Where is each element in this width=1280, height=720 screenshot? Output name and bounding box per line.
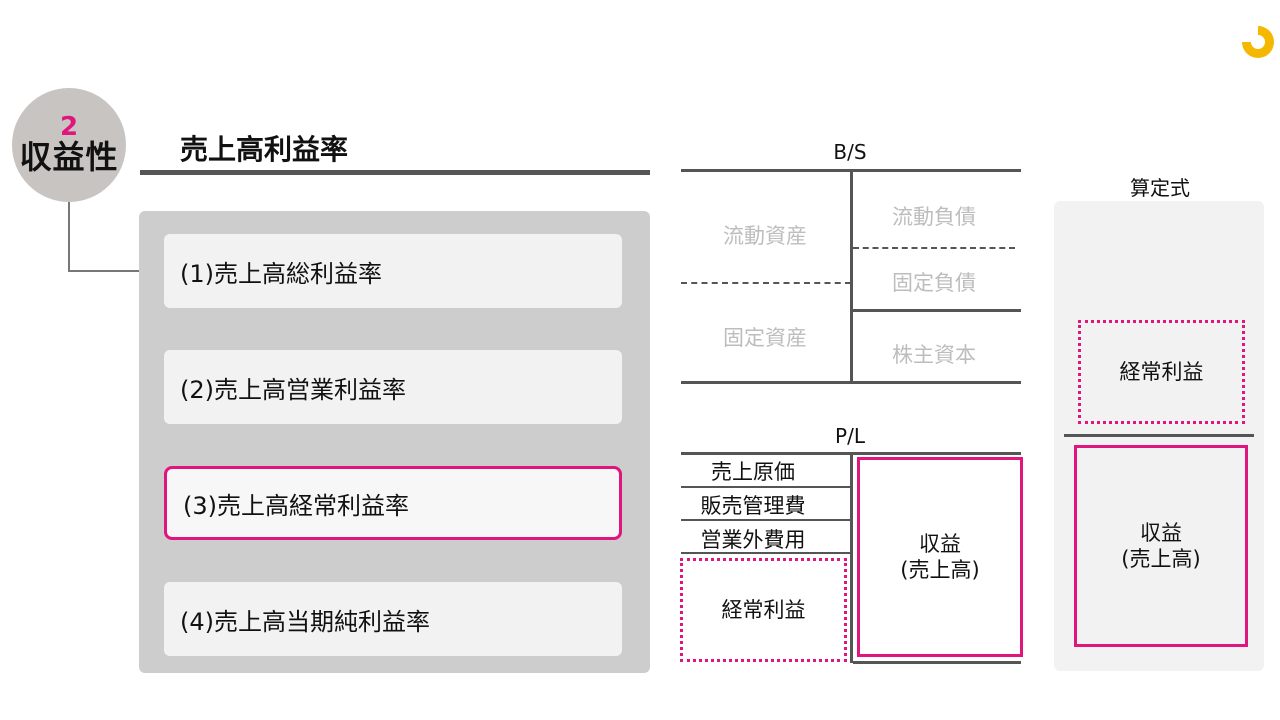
bs-current-assets: 流動資産	[723, 224, 807, 248]
bs-fixed-assets: 固定資産	[723, 326, 807, 350]
bs-current-liabilities: 流動負債	[892, 205, 976, 229]
formula-numerator: 経常利益	[1119, 360, 1204, 384]
menu-item-net-margin[interactable]: (4)売上高当期純利益率	[164, 582, 622, 656]
pl-revenue-sublabel: (売上高)	[900, 558, 980, 582]
bs-divider	[850, 169, 853, 382]
bs-equity-rule	[853, 309, 1021, 312]
section-badge: 2 収益性	[12, 88, 126, 202]
pl-row-rule-3	[681, 552, 851, 554]
pl-divider	[850, 452, 853, 663]
formula-denominator-label: 収益	[1140, 521, 1182, 545]
brand-logo-icon	[1242, 26, 1274, 58]
menu-item-gross-margin[interactable]: (1)売上高総利益率	[164, 234, 622, 308]
connector-line	[68, 202, 140, 272]
bs-liabilities-separator	[853, 247, 1015, 249]
bs-equity: 株主資本	[892, 343, 976, 367]
formula-denominator-sublabel: (売上高)	[1121, 547, 1201, 571]
menu-item-ordinary-margin[interactable]: (3)売上高経常利益率	[164, 466, 622, 540]
pl-revenue-label: 収益	[919, 532, 961, 556]
section-number: 2	[59, 112, 79, 142]
pl-row-rule-1	[681, 486, 851, 488]
pl-revenue-box: 収益 (売上高)	[857, 457, 1023, 657]
menu-item-operating-margin[interactable]: (2)売上高営業利益率	[164, 350, 622, 424]
pl-ordinary-profit-box: 経常利益	[680, 558, 847, 662]
title-underline	[140, 170, 650, 175]
bs-bottom-rule	[681, 381, 1021, 384]
page-title: 売上高利益率	[180, 133, 349, 166]
formula-fraction-bar	[1064, 434, 1254, 437]
formula-header: 算定式	[1130, 176, 1190, 200]
formula-denominator-box: 収益 (売上高)	[1074, 445, 1248, 647]
section-label: 収益性	[19, 138, 119, 176]
bs-header: B/S	[833, 140, 867, 164]
bs-fixed-liabilities: 固定負債	[892, 271, 976, 295]
pl-header: P/L	[835, 424, 865, 448]
pl-row-rule-2	[681, 519, 851, 521]
pl-bottom-rule	[853, 661, 1021, 664]
pl-non-operating-expenses: 営業外費用	[700, 528, 806, 552]
formula-numerator-box: 経常利益	[1078, 320, 1245, 424]
pl-sga: 販売管理費	[700, 494, 806, 518]
bs-assets-separator	[681, 282, 851, 284]
pl-cost-of-sales: 売上原価	[711, 460, 795, 484]
pl-ordinary-profit: 経常利益	[721, 598, 806, 622]
